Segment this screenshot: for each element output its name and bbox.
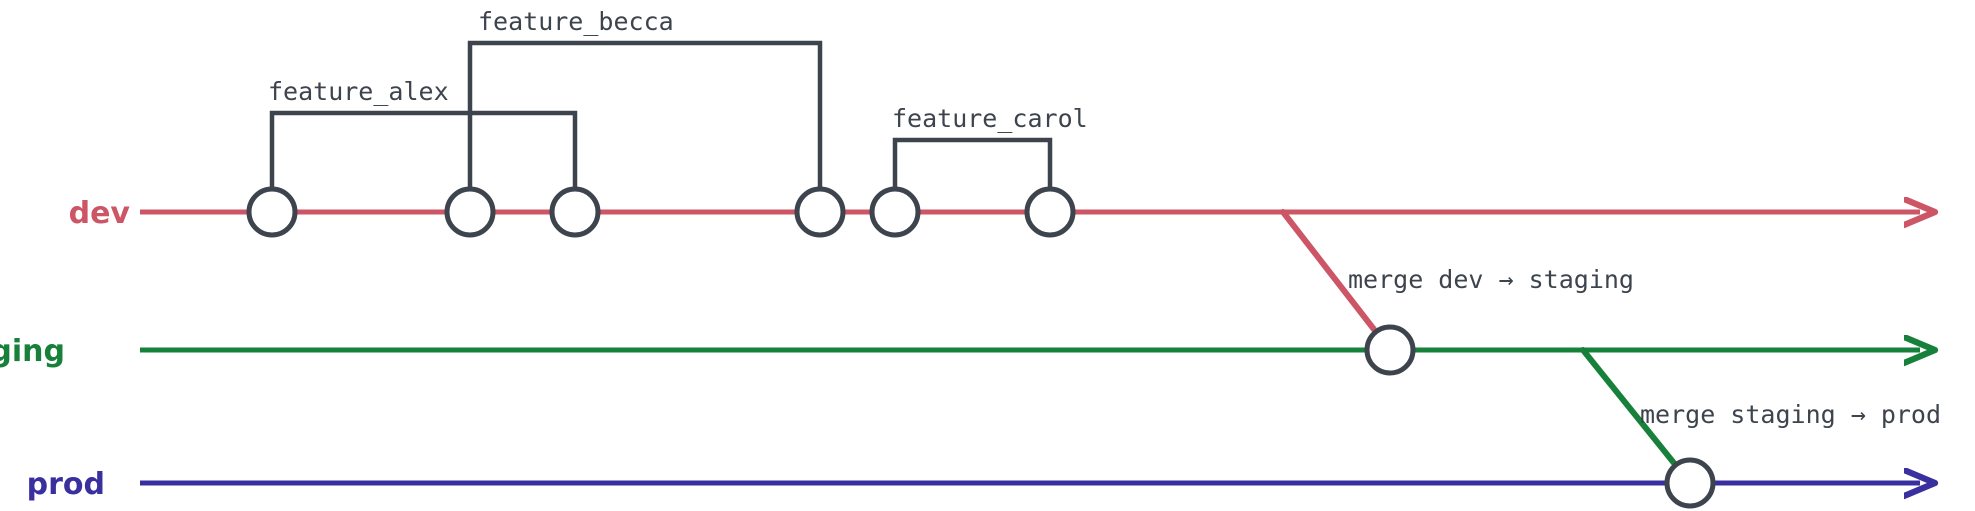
feature-branch-label-alex: feature_alex [268,77,449,106]
merge-label-dev-staging: merge dev → staging [1348,265,1634,294]
feature-brackets [269,40,1053,212]
commit-node[interactable] [549,186,601,238]
merge-line-staging-to-prod[interactable] [1580,347,1693,486]
feature-branch-bracket-becca[interactable] [467,40,823,212]
merge-line-dev-to-staging[interactable] [1280,209,1393,353]
merge-connectors [1280,209,1693,486]
branch-lanes [140,212,1920,483]
merge-commit-node-prod[interactable] [1664,457,1716,509]
feature-branch-labels: feature_alex feature_becca feature_carol [265,4,1092,137]
merge-labels: merge dev → staging merge staging → prod [1348,265,1941,429]
branch-label-staging: staging [0,334,65,369]
feature-branch-label-carol: feature_carol [892,104,1088,133]
commit-node[interactable] [444,186,496,238]
commit-node[interactable] [794,186,846,238]
commit-node[interactable] [869,186,921,238]
commit-nodes [246,186,1716,509]
merge-label-staging-prod: merge staging → prod [1640,400,1941,429]
merge-commit-node-staging[interactable] [1364,324,1416,376]
commit-node[interactable] [246,186,298,238]
feature-branch-bracket-alex[interactable] [269,110,578,212]
branch-label-prod: prod [27,467,105,502]
feature-branch-label-becca: feature_becca [478,7,674,36]
feature-branch-bracket-carol[interactable] [892,137,1053,212]
branch-label-dev: dev [69,196,131,231]
commit-node[interactable] [1024,186,1076,238]
branch-labels: dev staging prod [0,196,130,502]
